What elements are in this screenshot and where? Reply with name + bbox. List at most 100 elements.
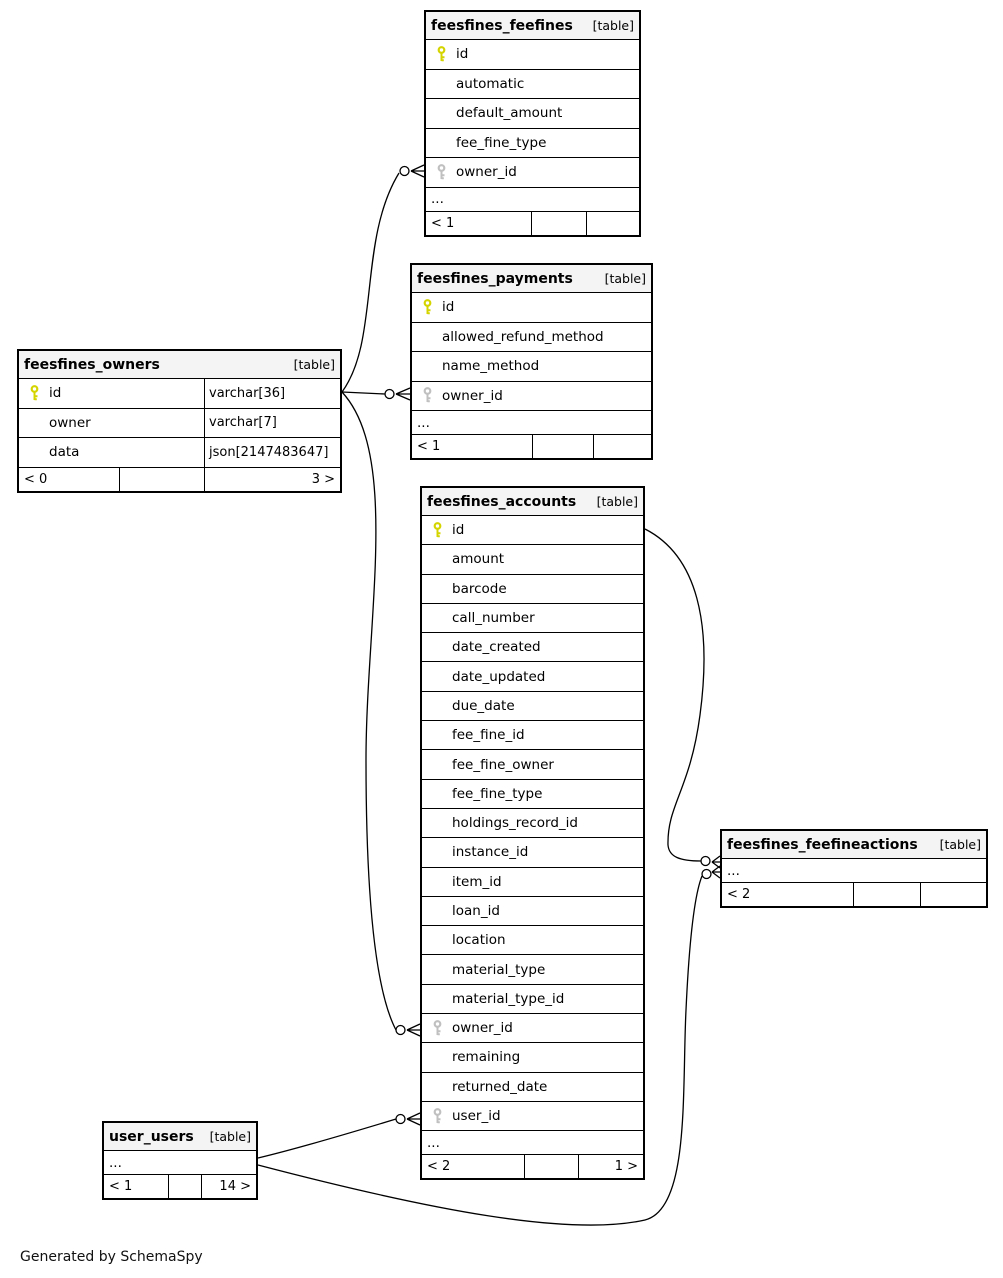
zero-or-many-circle [384, 388, 395, 400]
parents-count: < 1 [104, 1175, 169, 1198]
table-feesfines-owners[interactable]: feesfines_owners [table] id varchar[36] … [17, 349, 342, 493]
zero-or-many-circle [701, 868, 712, 880]
primary-key-icon [422, 521, 452, 539]
table-type-tag: [table] [604, 271, 646, 286]
column-type: varchar[7] [209, 415, 277, 431]
table-name[interactable]: feesfines_accounts [427, 493, 577, 510]
table-name[interactable]: feesfines_feefines [431, 17, 573, 34]
column-name: due_date [452, 697, 515, 714]
table-name[interactable]: user_users [109, 1128, 194, 1145]
column-row: date_updated [422, 662, 643, 692]
generated-by-note: Generated by SchemaSpy [20, 1249, 203, 1265]
table-type-tag: [table] [939, 837, 981, 852]
column-name: fee_fine_type [456, 134, 547, 151]
parents-count: < 0 [19, 467, 120, 491]
column-name: material_type_id [452, 990, 565, 1007]
column-name: default_amount [456, 105, 563, 122]
foreign-key-icon [412, 387, 442, 404]
footer-middle-cell [854, 883, 921, 906]
column-row: user_id [422, 1102, 643, 1132]
column-name: remaining [452, 1049, 521, 1066]
footer-middle-cell [525, 1155, 579, 1179]
column-name: location [452, 932, 506, 949]
column-name: barcode [452, 580, 507, 597]
column-row: due_date [422, 692, 643, 722]
table-header: feesfines_feefines [table] [426, 12, 639, 40]
column-row: owner_id [412, 382, 651, 411]
column-row: location [422, 926, 643, 956]
column-row: date_created [422, 633, 643, 663]
column-name: date_created [452, 639, 541, 656]
relationship-users-accounts [257, 1112, 421, 1159]
column-name: name_method [442, 358, 540, 375]
relationship-accounts-feefineactions [644, 528, 721, 869]
relationship-owners-accounts [341, 391, 421, 1037]
children-count [594, 435, 651, 458]
column-row: owner_id [422, 1014, 643, 1044]
ellipsis-row: ... [426, 188, 639, 212]
table-footer: < 1 [426, 211, 639, 235]
column-row: id [422, 516, 643, 546]
column-row: call_number [422, 604, 643, 634]
column-name: owner_id [456, 164, 517, 181]
column-name: automatic [456, 75, 525, 92]
footer-middle-cell [532, 211, 587, 235]
column-type: varchar[36] [209, 385, 286, 401]
column-row: amount [422, 545, 643, 575]
ellipsis-row: ... [422, 1131, 643, 1156]
table-type-tag: [table] [596, 494, 638, 509]
footer-middle-cell [169, 1175, 202, 1198]
table-footer: < 1 [412, 435, 651, 458]
column-row: fee_fine_owner [422, 750, 643, 780]
column-row: holdings_record_id [422, 809, 643, 839]
parents-count: < 1 [412, 435, 533, 458]
column-row: owner varchar[7] [19, 408, 340, 438]
column-row: remaining [422, 1043, 643, 1073]
table-header: feesfines_accounts [table] [422, 488, 643, 516]
primary-key-icon [426, 45, 456, 63]
children-count [587, 212, 639, 235]
table-name[interactable]: feesfines_owners [24, 356, 160, 373]
parents-count: < 1 [426, 211, 532, 235]
column-row: fee_fine_id [422, 721, 643, 751]
table-type-tag: [table] [293, 357, 335, 372]
table-footer: < 0 3 > [19, 467, 340, 491]
column-name: allowed_refund_method [442, 328, 604, 345]
table-name[interactable]: feesfines_payments [417, 270, 573, 287]
table-header: feesfines_owners [table] [19, 351, 340, 379]
column-row: returned_date [422, 1073, 643, 1102]
table-feesfines-feefineactions[interactable]: feesfines_feefineactions [table] ... < 2 [720, 829, 988, 908]
table-feesfines-accounts[interactable]: feesfines_accounts [table] id amount bar… [420, 486, 645, 1181]
column-row: barcode [422, 575, 643, 604]
table-header: user_users [table] [104, 1123, 256, 1151]
footer-middle-cell [533, 435, 594, 458]
table-header: feesfines_payments [table] [412, 265, 651, 293]
column-name: owner_id [442, 387, 503, 404]
column-row: name_method [412, 352, 651, 382]
column-name: call_number [452, 610, 535, 627]
children-count: 14 > [219, 1179, 251, 1194]
ellipsis-row: ... [104, 1151, 256, 1175]
column-name: date_updated [452, 668, 546, 685]
table-name[interactable]: feesfines_feefineactions [727, 836, 918, 853]
ellipsis-row: ... [722, 859, 986, 883]
relationship-owners-payments [341, 387, 411, 401]
table-feesfines-feefines[interactable]: feesfines_feefines [table] id automatic … [424, 10, 641, 237]
table-feesfines-payments[interactable]: feesfines_payments [table] id allowed_re… [410, 263, 653, 460]
column-row: id [412, 293, 651, 323]
column-row: material_type [422, 955, 643, 985]
column-name: id [452, 522, 465, 539]
table-user-users[interactable]: user_users [table] ... < 1 14 > [102, 1121, 258, 1200]
column-row: id varchar[36] [19, 379, 340, 409]
column-name: fee_fine_owner [452, 756, 554, 773]
column-name: id [442, 299, 455, 316]
foreign-key-icon [422, 1107, 452, 1125]
column-row: instance_id [422, 838, 643, 868]
column-name: fee_fine_type [452, 785, 543, 802]
column-name: holdings_record_id [452, 815, 578, 832]
parents-count: < 2 [422, 1155, 525, 1179]
column-row: item_id [422, 868, 643, 897]
column-name: amount [452, 551, 505, 568]
column-row: material_type_id [422, 985, 643, 1015]
